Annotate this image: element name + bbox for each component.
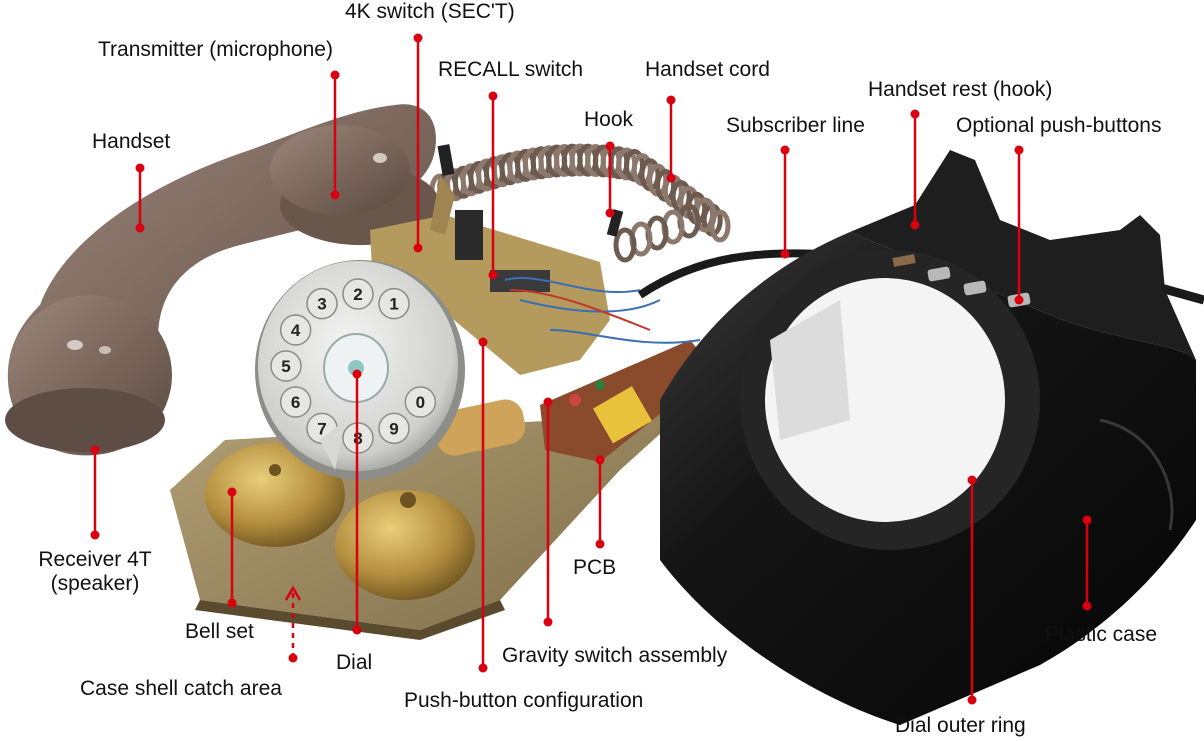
dial-finger-hole xyxy=(279,386,312,418)
label-receiver-line2: (speaker) xyxy=(50,572,140,595)
label-dial-outer-ring: Dial outer ring xyxy=(895,714,1026,737)
leader-handset-target-dot xyxy=(135,223,145,233)
leader-plastic-case-label-dot xyxy=(1082,601,1092,611)
dial-finger-hole xyxy=(342,278,374,310)
leader-recall-label-dot xyxy=(488,91,498,101)
leader-dial-label-dot xyxy=(352,625,362,635)
label-receiver: Receiver 4T (speaker) xyxy=(20,548,170,596)
leader-plastic-case-target-dot xyxy=(1082,515,1092,525)
dial-finger-hole xyxy=(378,412,410,445)
label-handset-cord: Handset cord xyxy=(645,58,770,81)
leader-handset-cord-label-dot xyxy=(666,95,676,105)
label-transmitter: Transmitter (microphone) xyxy=(98,38,333,61)
dial-digit: 3 xyxy=(317,295,326,314)
leader-optional-push-target-dot xyxy=(1014,295,1024,305)
dial-finger-hole xyxy=(378,287,410,320)
label-4k-switch: 4K switch (SEC'T) xyxy=(345,0,515,23)
leader-pcb-label-dot xyxy=(595,539,605,549)
label-pcb: PCB xyxy=(573,556,617,579)
cord-coil xyxy=(613,227,637,263)
dial-digit: 9 xyxy=(389,419,398,438)
dial-digit: 6 xyxy=(291,393,300,412)
leader-bell-set-target-dot xyxy=(227,487,237,497)
leader-handset-rest-target-dot xyxy=(910,220,920,230)
leader-subscriber-target-dot xyxy=(780,249,790,259)
plastic-case xyxy=(660,150,1196,725)
dial-digit: 2 xyxy=(353,285,362,304)
leader-case-catch-arrowhead xyxy=(284,585,302,601)
bell-set xyxy=(205,443,475,600)
dial-digit: 7 xyxy=(317,419,326,438)
dial-finger-hole xyxy=(404,386,437,418)
label-receiver-line1: Receiver 4T xyxy=(38,548,152,571)
label-plastic-case: Plastic case xyxy=(1045,623,1158,646)
leader-lines xyxy=(90,33,1092,705)
label-bell-set: Bell set xyxy=(185,620,254,643)
leader-pcb-target-dot xyxy=(595,455,605,465)
label-recall-switch: RECALL switch xyxy=(438,58,584,81)
leader-hook-label-dot xyxy=(605,141,615,151)
leader-receiver-target-dot xyxy=(90,445,100,455)
leader-case-catch-dot xyxy=(288,653,298,663)
dial-finger-hole xyxy=(270,350,302,382)
leader-receiver-label-dot xyxy=(90,530,100,540)
pcb-board xyxy=(540,340,715,462)
leader-bell-set-label-dot xyxy=(227,598,237,608)
dial-digit: 0 xyxy=(416,393,425,412)
leader-push-config-target-dot xyxy=(478,337,488,347)
label-handset-rest: Handset rest (hook) xyxy=(868,78,1053,101)
leader-4k-switch-target-dot xyxy=(413,243,423,253)
leader-optional-push-label-dot xyxy=(1014,145,1024,155)
leader-handset-label-dot xyxy=(135,163,145,173)
leader-hook-target-dot xyxy=(605,208,615,218)
capacitor xyxy=(434,399,526,456)
label-case-shell-catch: Case shell catch area xyxy=(80,677,282,700)
dial-digit: 1 xyxy=(389,295,398,314)
leader-recall-target-dot xyxy=(488,270,498,280)
label-subscriber-line: Subscriber line xyxy=(726,114,865,137)
dial-finger-hole xyxy=(279,314,312,346)
leader-subscriber-label-dot xyxy=(780,145,790,155)
dial-finger-hole xyxy=(306,287,338,320)
leader-dial-outer-ring-target-dot xyxy=(967,475,977,485)
leader-handset-rest-label-dot xyxy=(910,109,920,119)
leader-dial-outer-ring-label-dot xyxy=(967,695,977,705)
label-push-button-config: Push-button configuration xyxy=(404,689,644,712)
label-optional-push-buttons: Optional push-buttons xyxy=(956,114,1162,137)
leader-dial-target-dot xyxy=(352,369,362,379)
leader-push-config-label-dot xyxy=(478,663,488,673)
switch-frame xyxy=(370,144,701,375)
leader-transmitter-target-dot xyxy=(330,190,340,200)
leader-transmitter-label-dot xyxy=(330,70,340,80)
dial-digit: 4 xyxy=(291,321,301,340)
label-dial: Dial xyxy=(336,651,373,674)
leader-4k-switch-label-dot xyxy=(413,33,423,43)
leader-gravity-switch-target-dot xyxy=(543,397,553,407)
dial-digit: 5 xyxy=(281,357,290,376)
label-hook: Hook xyxy=(584,108,634,131)
label-gravity-switch: Gravity switch assembly xyxy=(502,644,728,667)
label-handset: Handset xyxy=(92,130,171,153)
leader-handset-cord-target-dot xyxy=(666,173,676,183)
rotary-dial: 1234567890 xyxy=(255,260,465,480)
handset-cord-coils xyxy=(429,143,731,263)
leader-gravity-switch-label-dot xyxy=(543,617,553,627)
